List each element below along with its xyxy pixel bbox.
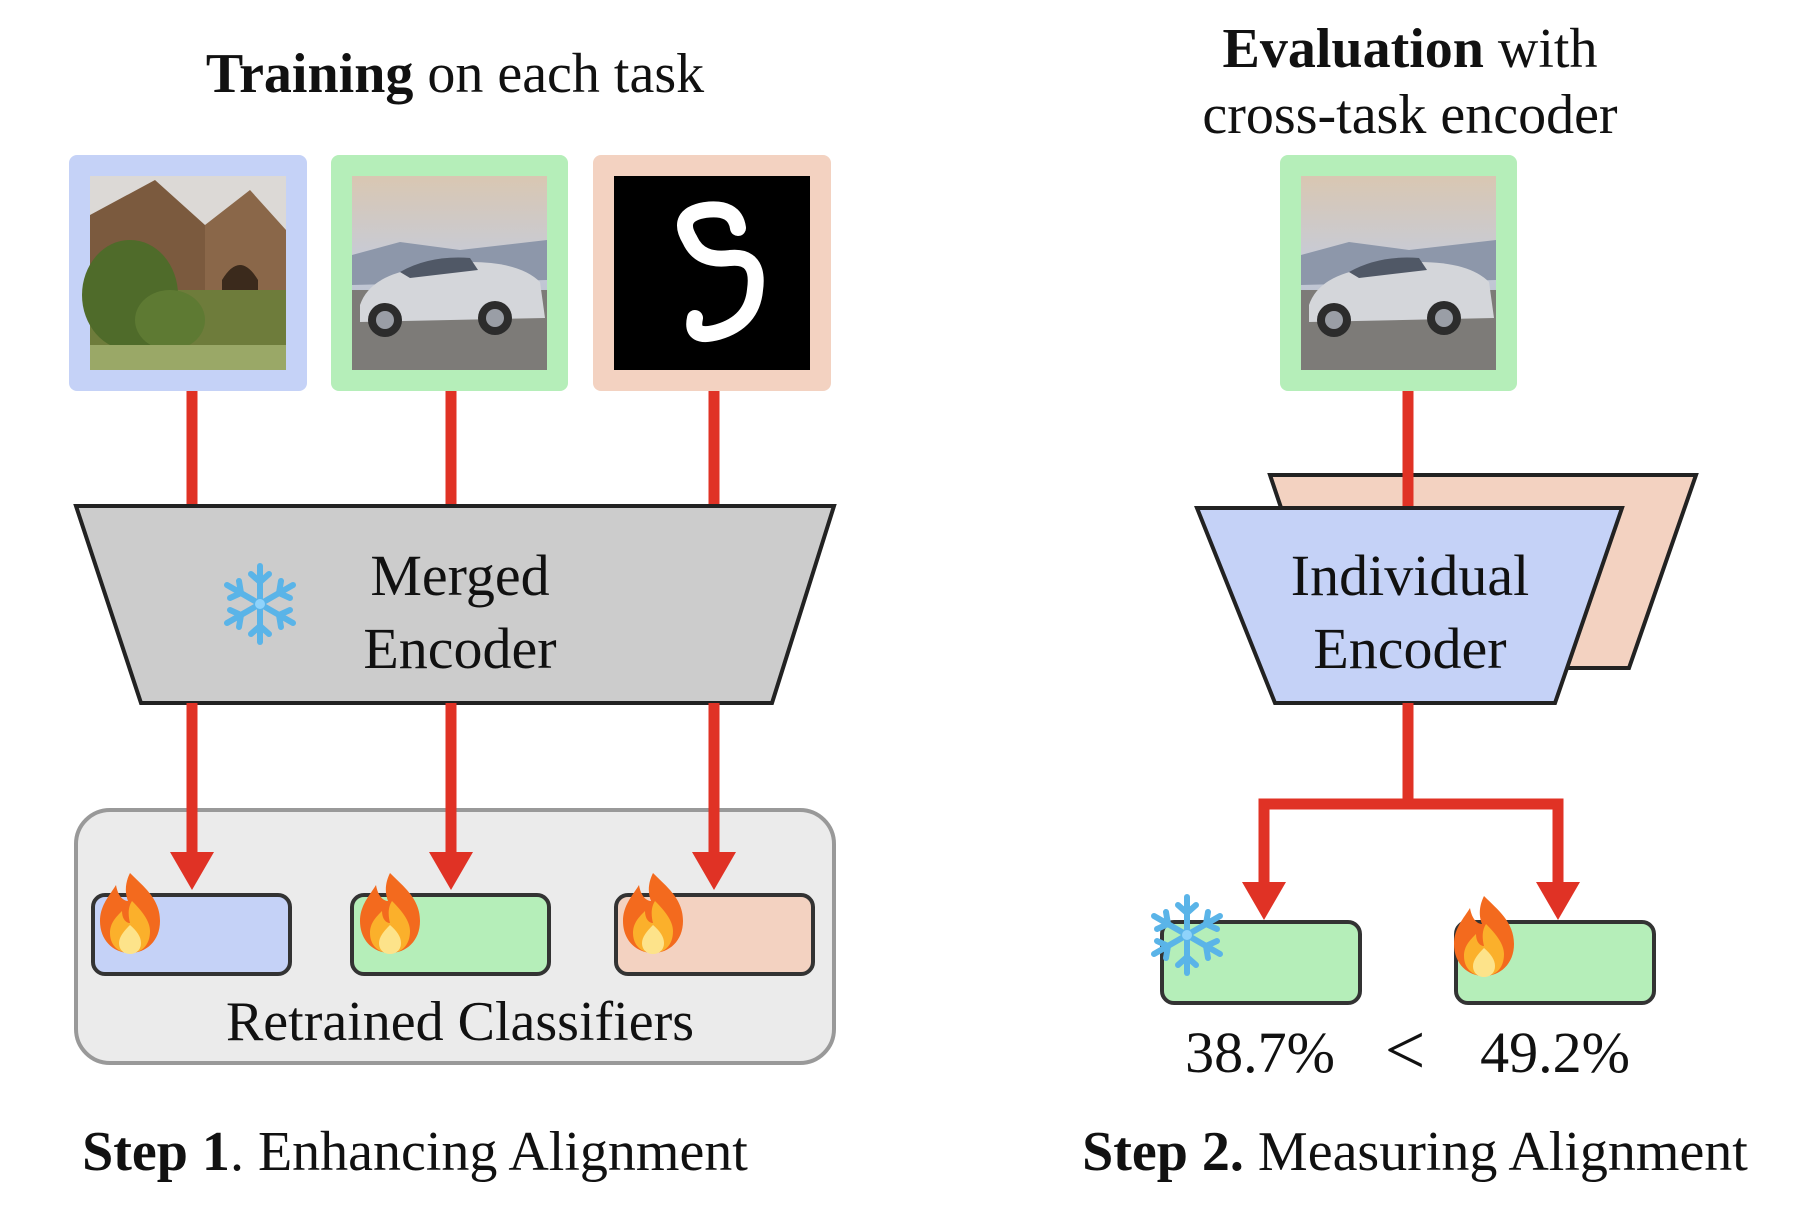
frozen-accuracy: 38.7% bbox=[1185, 1020, 1335, 1085]
classifiers-label: Retrained Classifiers bbox=[225, 991, 695, 1053]
right-title-bold: Evaluation bbox=[1222, 18, 1484, 80]
merged-encoder-line2: Encoder bbox=[363, 615, 557, 681]
step1-caption: Step 1. Enhancing Alignment bbox=[30, 1124, 800, 1180]
fire-icon bbox=[1454, 896, 1514, 977]
right-title-rest: with bbox=[1483, 18, 1598, 80]
right-title-line2: cross-task encoder bbox=[1202, 84, 1618, 147]
tuned-accuracy: 49.2% bbox=[1480, 1020, 1630, 1085]
individual-encoder-label: Individual Encoder bbox=[1245, 540, 1575, 685]
merged-encoder-block bbox=[73, 504, 837, 705]
church-image bbox=[82, 176, 286, 370]
output-arrows bbox=[170, 703, 736, 890]
individual-encoder-block bbox=[1194, 506, 1625, 705]
merged-encoder-line1: Merged bbox=[370, 543, 550, 608]
merged-encoder-label: Merged Encoder bbox=[300, 540, 620, 685]
left-title-bold: Training bbox=[205, 43, 414, 105]
input-connector-lines bbox=[186, 391, 720, 506]
individual-encoder-line1: Individual bbox=[1290, 543, 1530, 608]
step2-rest: Measuring Alignment bbox=[1243, 1121, 1748, 1183]
car-image bbox=[352, 176, 547, 370]
left-title: Training on each task bbox=[130, 46, 780, 102]
branch-arrows bbox=[1242, 703, 1580, 920]
step1-bold: Step 1 bbox=[82, 1121, 230, 1183]
step1-rest: . Enhancing Alignment bbox=[229, 1121, 748, 1183]
left-title-rest: on each task bbox=[413, 43, 705, 105]
step2-bold: Step 2. bbox=[1082, 1121, 1244, 1183]
individual-encoder-line2: Encoder bbox=[1313, 615, 1507, 681]
digit-image bbox=[614, 176, 810, 370]
comparator-symbol: < bbox=[1384, 1010, 1426, 1090]
step2-caption: Step 2. Measuring Alignment bbox=[1030, 1124, 1800, 1180]
eval-car-image bbox=[1301, 176, 1496, 370]
right-title: Evaluation with cross-task encoder bbox=[1100, 16, 1720, 148]
